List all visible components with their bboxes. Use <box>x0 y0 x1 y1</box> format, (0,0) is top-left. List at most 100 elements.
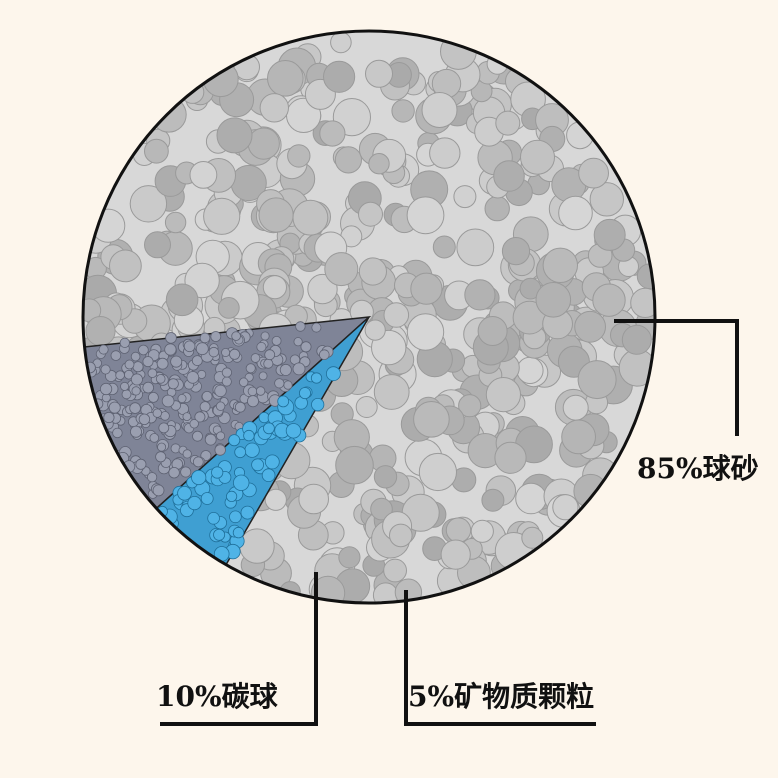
small-granule <box>191 355 203 367</box>
granule <box>535 282 572 318</box>
small-granule <box>161 394 175 408</box>
small-granule <box>103 411 115 424</box>
granule <box>440 33 477 70</box>
granule <box>165 283 199 317</box>
small-granule <box>208 346 220 358</box>
small-granule <box>124 359 135 370</box>
small-granule <box>164 343 177 356</box>
small-granule <box>115 370 125 381</box>
small-granule <box>229 348 241 360</box>
granule <box>338 546 361 569</box>
granule <box>520 139 555 175</box>
granule <box>516 356 544 384</box>
granule <box>389 523 413 548</box>
small-granule <box>262 422 275 435</box>
granule <box>144 138 169 164</box>
granule <box>365 59 393 88</box>
leader-line-carbon-ball <box>160 572 318 726</box>
granule <box>358 257 387 286</box>
granule <box>589 182 624 217</box>
small-granule <box>255 386 266 396</box>
small-granule <box>216 431 226 441</box>
small-granule <box>300 341 312 353</box>
granule <box>552 494 579 521</box>
small-granule <box>264 349 276 361</box>
granule <box>477 316 508 346</box>
granule <box>358 201 383 227</box>
granule <box>334 146 362 174</box>
small-granule <box>132 361 144 373</box>
small-granule <box>187 495 202 511</box>
granule <box>429 137 461 169</box>
small-granule <box>167 378 179 390</box>
small-granule <box>234 446 247 459</box>
small-granule <box>214 384 227 398</box>
granule <box>109 249 142 283</box>
granule <box>364 319 386 341</box>
granule <box>216 117 253 154</box>
granule <box>440 539 471 570</box>
small-granule-texture <box>84 321 341 562</box>
small-granule <box>221 376 232 387</box>
small-granule <box>170 355 183 368</box>
granule <box>85 316 116 347</box>
small-granule <box>318 349 330 361</box>
granule <box>129 185 168 223</box>
small-granule <box>138 413 151 426</box>
small-granule <box>250 353 261 363</box>
granule <box>324 252 359 287</box>
small-granule <box>98 344 109 355</box>
small-granule <box>129 425 142 438</box>
small-granule <box>231 331 241 341</box>
granule <box>323 60 356 93</box>
granule <box>287 144 311 168</box>
granule <box>239 528 275 564</box>
granule <box>406 196 445 235</box>
small-granule <box>155 374 166 384</box>
small-granule <box>156 357 169 370</box>
granule <box>432 235 456 259</box>
granule <box>494 441 527 474</box>
granule <box>621 324 652 355</box>
small-granule <box>177 393 187 403</box>
label-granule-sand: 85%球砂 <box>637 452 759 485</box>
granule <box>164 211 187 234</box>
small-granule <box>238 377 249 387</box>
granule <box>561 419 596 455</box>
leader-line-granule-sand <box>614 319 739 436</box>
small-granule <box>204 433 217 446</box>
small-granule <box>130 373 143 386</box>
small-granule <box>199 332 211 344</box>
granule <box>493 160 525 192</box>
granule <box>319 120 346 147</box>
granule <box>542 247 578 283</box>
small-granule <box>298 387 311 400</box>
granule <box>413 401 450 438</box>
small-granule <box>135 458 147 470</box>
small-granule <box>274 378 285 389</box>
pie-outline <box>81 29 657 605</box>
small-granule <box>277 395 290 408</box>
small-granule <box>311 322 322 333</box>
small-granule <box>121 389 132 400</box>
granule <box>421 92 458 128</box>
small-granule <box>110 350 122 361</box>
granule <box>470 519 494 543</box>
small-granule <box>213 528 226 541</box>
small-granule <box>182 412 192 422</box>
leader-line-mineral-particle <box>404 590 596 726</box>
small-granule <box>325 366 341 382</box>
small-granule <box>192 456 204 468</box>
small-granule <box>285 423 302 439</box>
granule <box>481 488 505 512</box>
small-granule <box>191 469 207 486</box>
granule <box>203 197 241 235</box>
small-granule <box>214 444 226 456</box>
granule <box>485 377 521 413</box>
granule <box>578 157 609 189</box>
granule <box>355 396 378 418</box>
small-granule <box>182 449 192 459</box>
granule <box>501 237 531 266</box>
small-granule <box>207 511 220 525</box>
small-granule <box>100 364 111 375</box>
